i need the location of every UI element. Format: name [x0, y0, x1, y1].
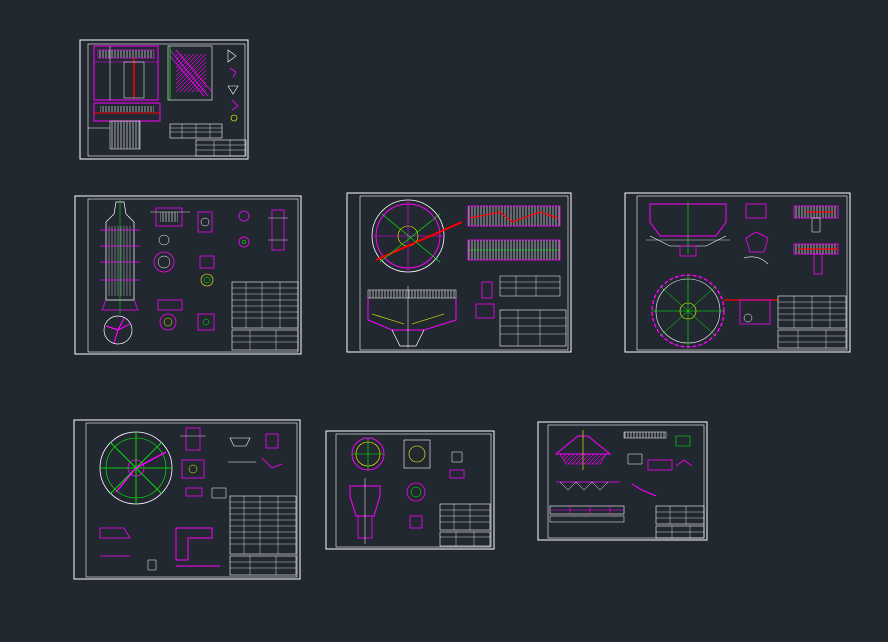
drawing-sheet-5[interactable] — [73, 419, 301, 580]
drawing-sheet-7[interactable] — [537, 421, 708, 541]
drawing-sheet-3[interactable] — [346, 192, 572, 353]
drawing-sheet-4[interactable] — [624, 192, 851, 353]
drawing-sheet-2[interactable] — [74, 195, 302, 355]
drawing-sheet-6[interactable] — [325, 430, 495, 550]
drawing-sheet-1[interactable] — [79, 39, 249, 160]
